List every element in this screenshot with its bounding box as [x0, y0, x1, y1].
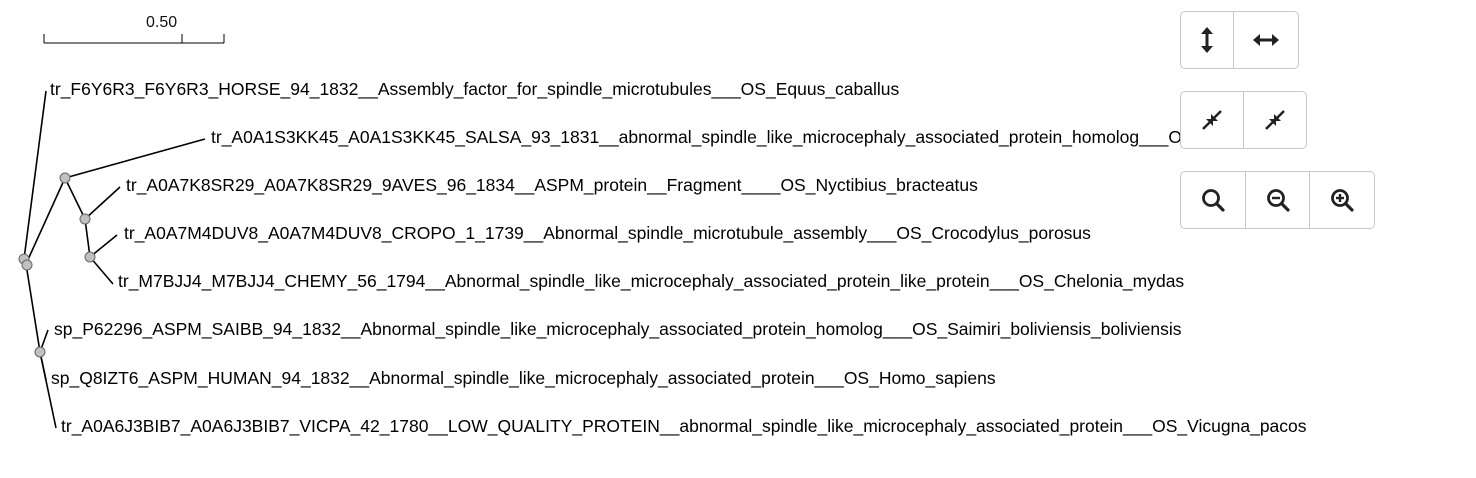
tree-node[interactable]	[34, 346, 46, 358]
tree-node[interactable]	[84, 251, 96, 263]
compress-horizontal-icon	[1265, 110, 1285, 130]
expand-horizontal-button[interactable]	[1233, 12, 1298, 68]
leaf-label[interactable]: sp_Q8IZT6_ASPM_HUMAN_94_1832__Abnormal_s…	[51, 368, 996, 388]
compress-vertical-icon	[1202, 110, 1222, 130]
horizontal-expand-icon	[1253, 34, 1279, 46]
leaf-label[interactable]: tr_M7BJJ4_M7BJJ4_CHEMY_56_1794__Abnormal…	[118, 271, 1185, 291]
tree-node[interactable]	[59, 172, 71, 184]
branch	[84, 218, 91, 258]
branch	[84, 186, 121, 220]
leaf-label[interactable]: tr_F6Y6R3_F6Y6R3_HORSE_94_1832__Assembly…	[50, 79, 900, 99]
leaf-label[interactable]: sp_P62296_ASPM_SAIBB_94_1832__Abnormal_s…	[54, 319, 1182, 339]
vertical-expand-icon	[1201, 27, 1213, 53]
branch	[64, 138, 206, 179]
tree-branches	[23, 90, 206, 429]
zoom-reset-button[interactable]	[1181, 172, 1245, 228]
zoom-reset-icon	[1202, 189, 1225, 212]
branch	[39, 351, 57, 429]
zoom-in-button[interactable]	[1309, 172, 1374, 228]
branch	[25, 263, 41, 353]
compress-horizontal-button[interactable]	[1243, 92, 1306, 148]
resize-button-group	[1180, 11, 1299, 69]
tree-node[interactable]	[79, 213, 91, 225]
expand-vertical-button[interactable]	[1181, 12, 1233, 68]
branch	[25, 177, 66, 265]
collapse-button-group	[1180, 91, 1307, 149]
scale-bar	[43, 34, 225, 44]
branch	[89, 256, 114, 285]
leaf-label[interactable]: tr_A0A7K8SR29_A0A7K8SR29_9AVES_96_1834__…	[126, 175, 978, 195]
tree-node[interactable]	[21, 259, 33, 271]
leaf-label[interactable]: tr_A0A1S3KK45_A0A1S3KK45_SALSA_93_1831__…	[211, 127, 1301, 147]
branch	[23, 90, 47, 260]
zoom-in-icon	[1331, 189, 1354, 212]
zoom-button-group	[1180, 171, 1375, 229]
zoom-out-icon	[1266, 189, 1290, 212]
compress-vertical-button[interactable]	[1181, 92, 1243, 148]
scale-bar-label: 0.50	[146, 14, 178, 31]
tree-nodes	[18, 172, 96, 358]
branch	[64, 177, 86, 220]
zoom-out-button[interactable]	[1245, 172, 1309, 228]
branch	[89, 234, 118, 258]
leaf-label[interactable]: tr_A0A6J3BIB7_A0A6J3BIB7_VICPA_42_1780__…	[61, 416, 1307, 436]
leaf-label[interactable]: tr_A0A7M4DUV8_A0A7M4DUV8_CROPO_1_1739__A…	[124, 223, 1091, 243]
